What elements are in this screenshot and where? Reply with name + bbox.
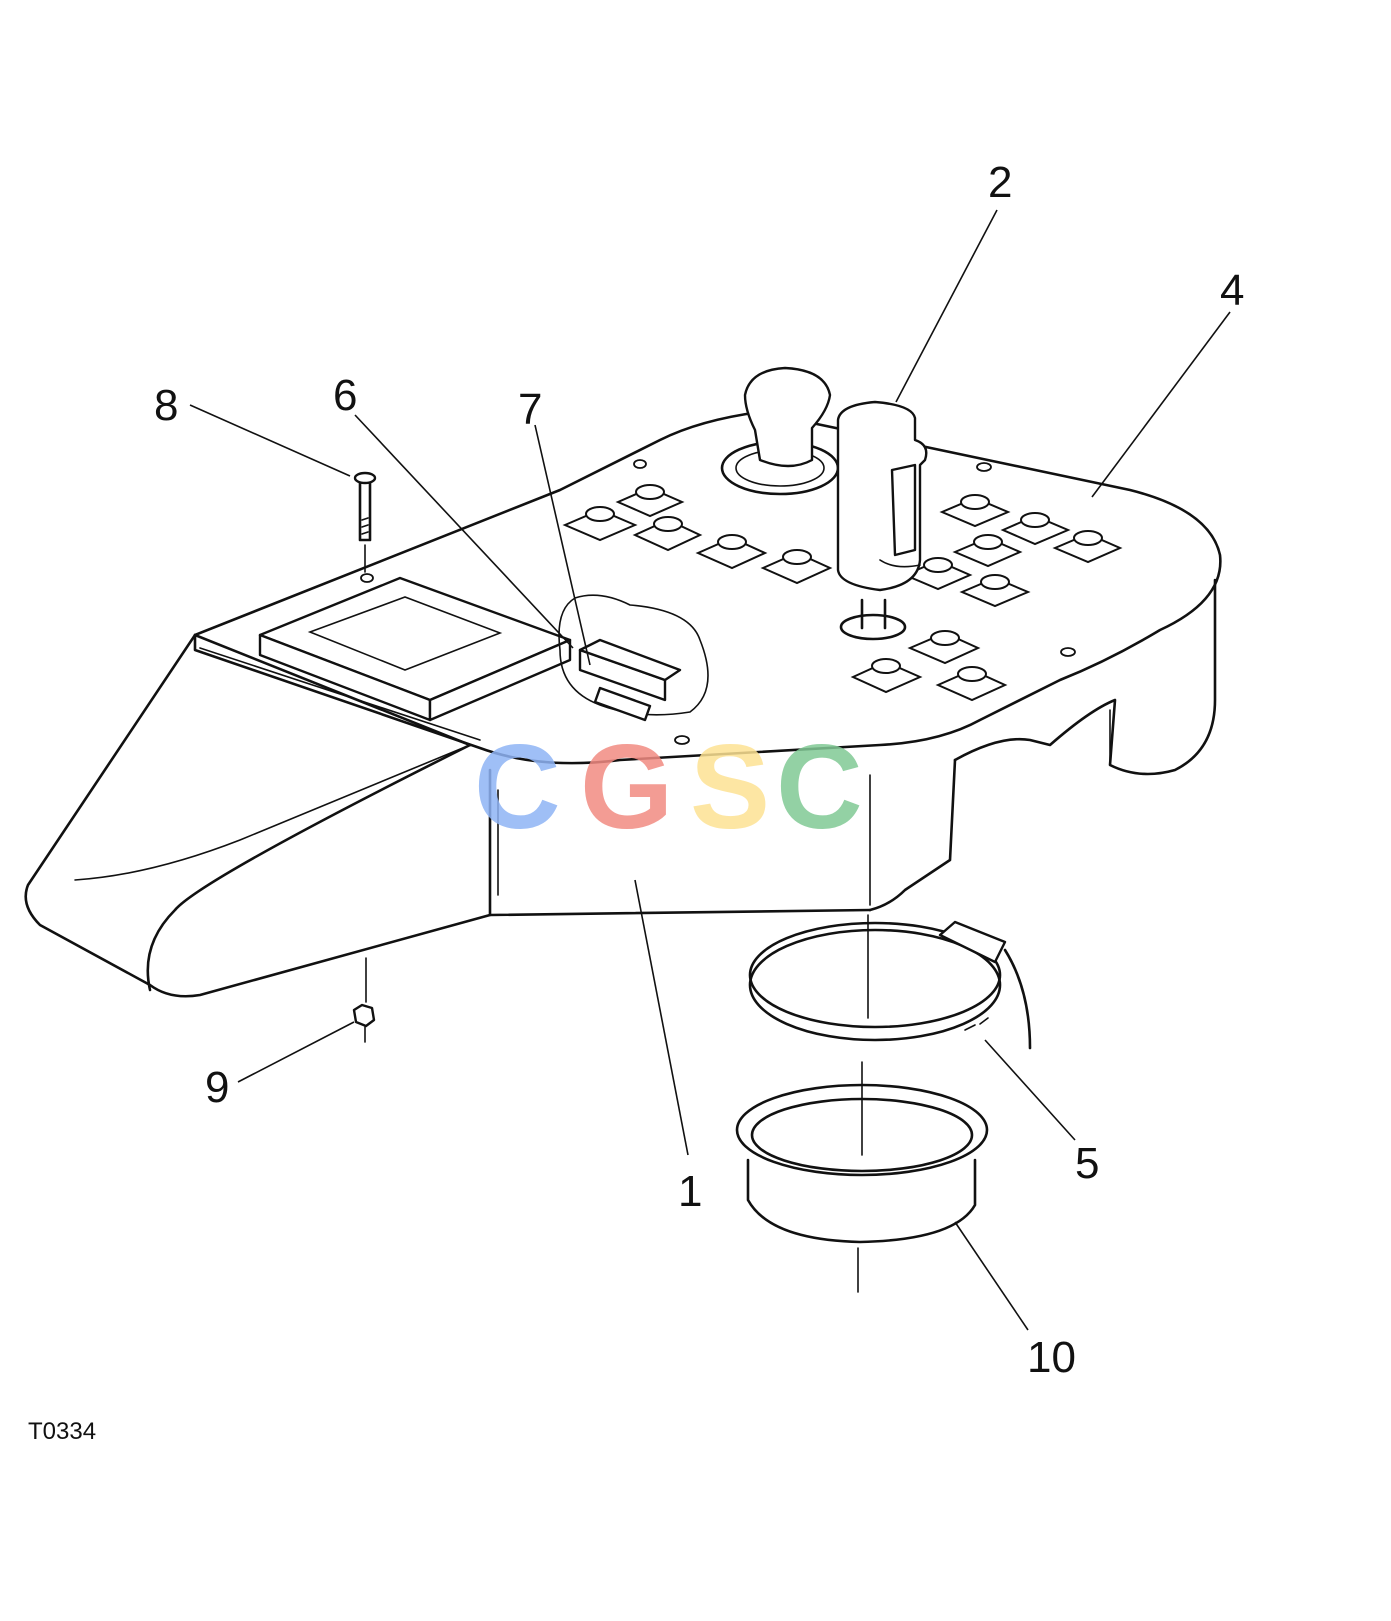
screw: [353, 471, 377, 573]
sleeve: [735, 1061, 989, 1293]
joystick-knob: [720, 366, 840, 496]
connector: [558, 594, 709, 722]
callout-7: 7: [518, 385, 542, 434]
watermark-letter-c1: C: [474, 720, 561, 854]
callout-10: 10: [1027, 1333, 1076, 1382]
leader-lines: [189, 209, 1231, 1331]
watermark: C G S C: [474, 720, 863, 854]
callout-4: 4: [1220, 266, 1244, 315]
display-panel: [258, 576, 572, 722]
callout-5: 5: [1075, 1139, 1099, 1188]
control-buttons: [360, 459, 1123, 745]
watermark-letter-s: S: [690, 720, 770, 854]
callouts: 1 2 4 5 6 7 8 9 10: [154, 158, 1244, 1382]
callout-8: 8: [154, 381, 178, 430]
hose-clamp: [748, 914, 1032, 1050]
figure-id: T0334: [28, 1418, 97, 1445]
callout-9: 9: [205, 1063, 229, 1112]
lever-handle: [836, 400, 928, 641]
watermark-letter-g: G: [580, 720, 673, 854]
nut: [352, 957, 376, 1043]
callout-2: 2: [988, 158, 1012, 207]
callout-1: 1: [678, 1167, 702, 1216]
watermark-letter-c2: C: [776, 720, 863, 854]
callout-6: 6: [333, 371, 357, 420]
